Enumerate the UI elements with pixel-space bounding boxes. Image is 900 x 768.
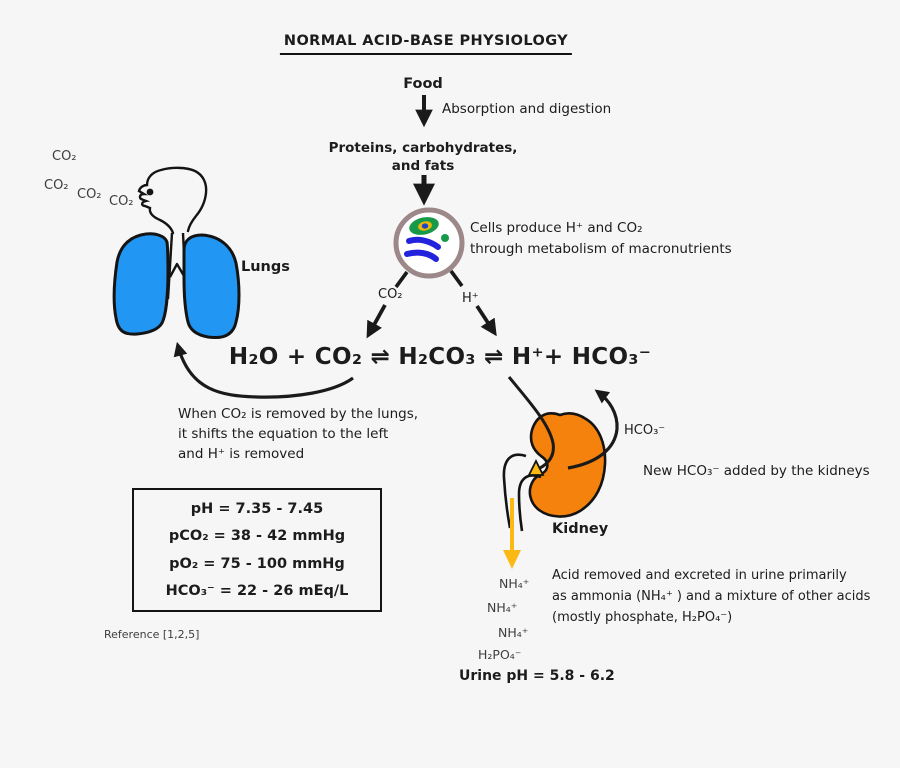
cell-vesicle <box>441 234 449 242</box>
normal-values-box: pH = 7.35 - 7.45 pCO₂ = 38 - 42 mmHg pO₂… <box>132 488 382 612</box>
lungs-note-line1: When CO₂ is removed by the lungs, <box>178 406 419 422</box>
h-branch-label: H⁺ <box>462 291 479 306</box>
h-to-kidney-line <box>507 376 555 470</box>
h-branch-arrow <box>475 304 497 337</box>
excreted-nh4-2: NH₄⁺ <box>487 600 518 615</box>
cell-caption-line2: through metabolism of macronutrients <box>470 241 732 257</box>
value-pco2: pCO₂ = 38 - 42 mmHg <box>168 528 346 545</box>
kidney-hco3-label: HCO₃⁻ <box>624 423 666 438</box>
absorption-label: Absorption and digestion <box>442 101 612 117</box>
value-po2: pO₂ = 75 - 100 mmHg <box>169 555 345 572</box>
macronutrients-line2: and fats <box>391 158 455 174</box>
macronutrients-line1: Proteins, carbohydrates, <box>328 140 518 156</box>
cell-caption-line1: Cells produce H⁺ and CO₂ <box>470 220 643 236</box>
exhaled-co2-4: CO₂ <box>109 194 134 209</box>
excreted-h2po4: H₂PO₄⁻ <box>478 647 522 662</box>
carina-line <box>168 262 186 278</box>
excreted-nh4-3: NH₄⁺ <box>498 625 529 640</box>
hco3-from-kidney-arrow <box>567 389 619 470</box>
exhaled-co2-1: CO₂ <box>52 149 77 164</box>
kidney-shape <box>528 412 607 518</box>
acid-note-line1: Acid removed and excreted in urine prima… <box>552 568 847 583</box>
food-label: Food <box>403 76 443 92</box>
lungs-label: Lungs <box>241 259 290 275</box>
cell-er-bar-2 <box>404 249 439 262</box>
renal-pelvis-triangle <box>527 458 545 476</box>
lungs-note-line3: and H⁺ is removed <box>178 446 305 462</box>
eye-dot <box>146 188 154 196</box>
buffer-equation: H₂O + CO₂ ⇌ H₂CO₃ ⇌ H⁺+ HCO₃⁻ <box>228 344 652 370</box>
ureter-line-outer <box>502 453 527 529</box>
value-ph: pH = 7.35 - 7.45 <box>190 501 324 518</box>
cell-leg-right <box>449 269 464 288</box>
value-hco3: HCO₃⁻ = 22 - 26 mEq/L <box>165 582 349 599</box>
acid-note-line2: as ammonia (NH₄⁺ ) and a mixture of othe… <box>552 589 871 604</box>
exhaled-co2-3: CO₂ <box>77 187 102 202</box>
kidney-note: New HCO₃⁻ added by the kidneys <box>643 463 870 479</box>
excreted-nh4-1: NH₄⁺ <box>499 576 530 591</box>
urine-arrowhead <box>503 550 521 569</box>
page-title: NORMAL ACID-BASE PHYSIOLOGY <box>279 33 573 55</box>
lungs-note-line2: it shifts the equation to the left <box>178 426 389 442</box>
cell-leg-left <box>394 270 409 289</box>
urine-ph-label: Urine pH = 5.8 - 6.2 <box>459 668 615 684</box>
acid-note-line3: (mostly phosphate, H₂PO₄⁻) <box>552 610 733 625</box>
co2-branch-label: CO₂ <box>378 287 403 302</box>
kidney-label: Kidney <box>552 521 609 537</box>
cell-er-bar-1 <box>406 236 441 250</box>
right-lung <box>182 233 241 340</box>
cell-nucleolus-core <box>421 223 429 229</box>
co2-branch-arrow <box>366 304 387 339</box>
reference-note: Reference [1,2,5] <box>104 628 200 641</box>
face-outline <box>137 166 208 235</box>
exhaled-co2-2: CO₂ <box>44 178 69 193</box>
left-lung <box>112 232 170 336</box>
co2-to-lungs-arrow <box>173 341 354 399</box>
